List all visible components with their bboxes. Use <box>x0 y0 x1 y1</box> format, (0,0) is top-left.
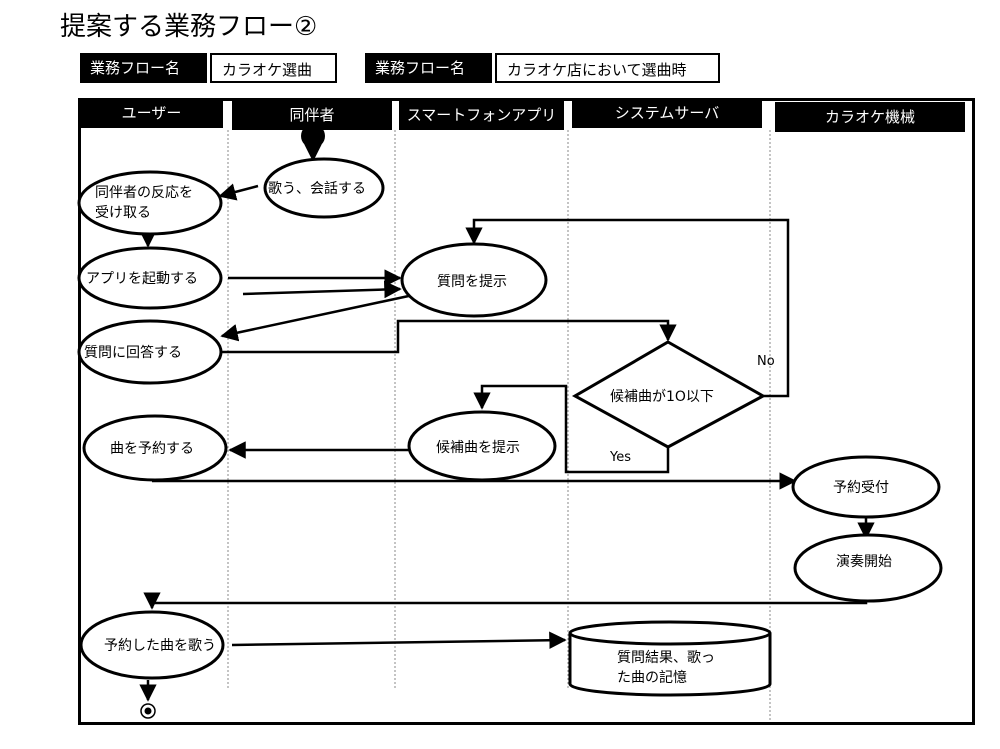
node-present-candidates-label: 候補曲を提示 <box>436 440 520 456</box>
start-node <box>301 124 325 148</box>
edge-question-to-answer <box>220 292 419 342</box>
lane-header-karaoke-machine: カラオケ機械 <box>775 102 965 132</box>
edge-label-no: No <box>757 354 775 369</box>
node-present-question-label: 質問を提示 <box>437 274 507 290</box>
node-sing-reserved <box>79 610 225 680</box>
node-present-question <box>400 242 548 318</box>
node-receive-reaction-label-2: 受け取る <box>95 205 151 221</box>
node-reserve-song <box>82 414 228 482</box>
edge-answer-to-decision <box>222 319 677 354</box>
node-db-label: 質問結果、歌っ <box>617 650 715 666</box>
edge-start-to-sing-reserved <box>143 592 868 610</box>
node-sing-reserved-label: 予約した曲を歌う <box>104 638 216 654</box>
node-present-candidates <box>407 410 557 482</box>
node-sing-talk-label: 歌う、会話する <box>268 180 366 197</box>
lane-dividers <box>227 130 771 722</box>
edge-sing-to-db <box>231 631 567 649</box>
node-sing-talk <box>263 157 385 219</box>
edge-decision-yes <box>473 384 670 474</box>
lane-header-system-server: システムサーバ <box>572 98 762 128</box>
node-answer-question <box>77 319 223 385</box>
node-start-performance <box>793 533 943 603</box>
edge-label-yes: Yes <box>609 450 631 465</box>
end-node-core <box>144 707 152 715</box>
flow-name-value: カラオケ店において選曲時 <box>495 53 720 83</box>
flow-name-value: カラオケ選曲 <box>210 53 337 83</box>
node-accept-reservation <box>791 455 941 519</box>
node-db <box>568 633 772 697</box>
edge-decision-no <box>465 218 790 398</box>
lane-header-user: ユーザー <box>80 98 223 128</box>
flow-name-label: 業務フロー名 <box>80 53 207 83</box>
page-title: 提案する業務フロー② <box>60 12 318 42</box>
lane-header-smartphone-app: スマートフォンアプリ <box>399 100 564 130</box>
node-candidates-check-label: 候補曲が1O以下 <box>610 389 714 405</box>
node-db-label-2: た曲の記憶 <box>617 669 687 686</box>
node-accept-reservation-label: 予約受付 <box>833 480 889 496</box>
swimlane-frame <box>78 98 975 725</box>
node-candidates-check <box>571 340 767 449</box>
node-launch-app-label: アプリを起動する <box>86 271 198 287</box>
node-launch-app <box>77 246 223 310</box>
node-answer-question-label: 質問に回答する <box>84 344 182 361</box>
edge-sing-to-receive <box>218 183 259 201</box>
node-receive-reaction <box>77 170 223 236</box>
flow-name-label: 業務フロー名 <box>365 53 492 83</box>
node-receive-reaction-label: 同伴者の反応を <box>95 185 193 201</box>
node-db-top <box>568 620 772 646</box>
node-reserve-song-label: 曲を予約する <box>110 441 194 457</box>
node-start-performance-label: 演奏開始 <box>836 554 892 570</box>
edge-companion-to-question <box>242 280 402 299</box>
